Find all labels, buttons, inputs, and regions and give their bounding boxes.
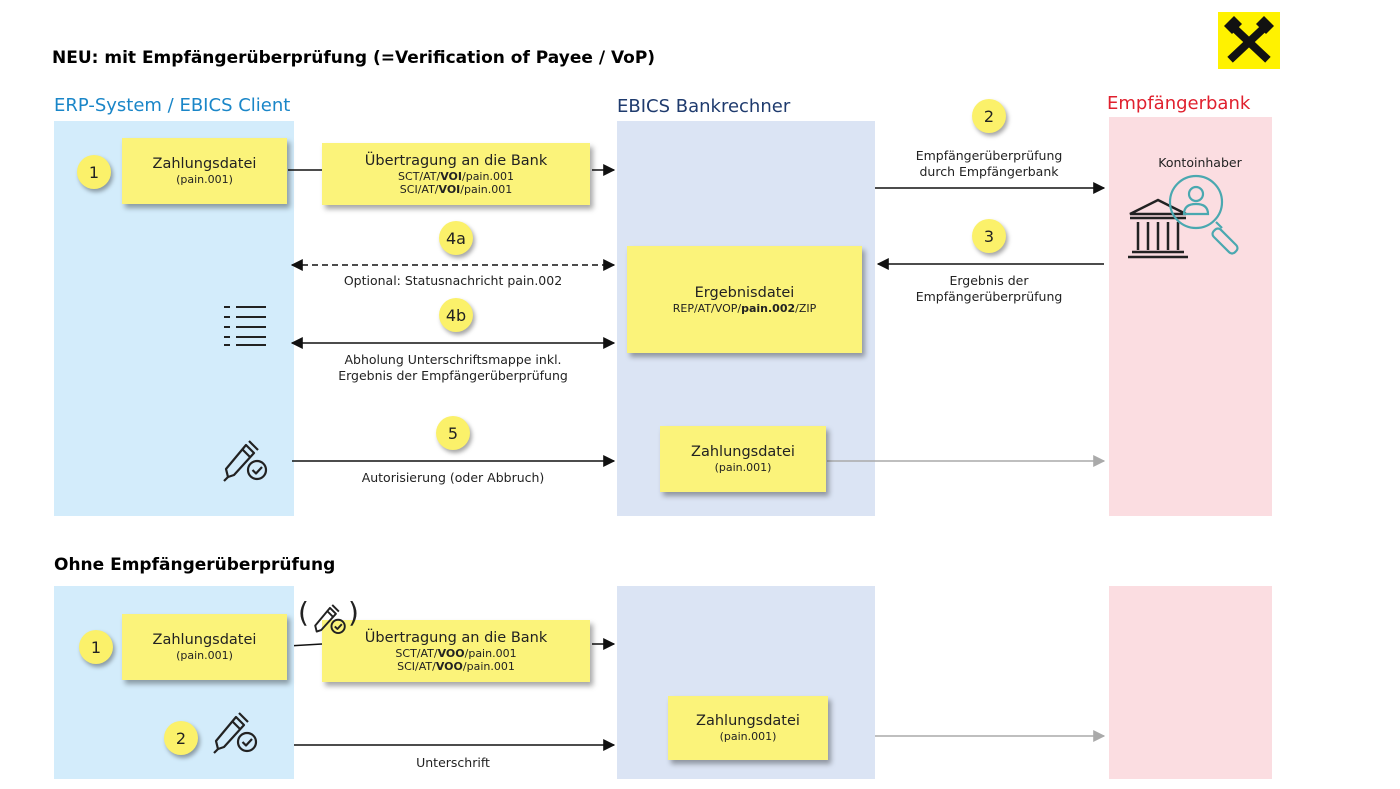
transfer-line-1-2: SCT/AT/VOO/pain.001	[395, 646, 517, 660]
step-badge-3: 3	[972, 219, 1006, 253]
section-title-without-vop: Ohne Empfängerüberprüfung	[54, 555, 336, 575]
receiver-lane-title: Empfängerbank	[1107, 93, 1251, 114]
transfer-line-1: SCT/AT/VOI/pain.001	[398, 169, 514, 183]
transfer-title: Übertragung an die Bank	[364, 152, 548, 169]
payment-file-sub-2: (pain.001)	[176, 649, 233, 662]
signature-pen-icon	[222, 437, 270, 483]
result-label: Ergebnis der Empfängerüberprüfung	[915, 273, 1063, 304]
payment-file-note-2: Zahlungsdatei (pain.001)	[122, 614, 287, 680]
status-label: Optional: Statusnachricht pain.002	[343, 273, 563, 288]
person-search-icon	[1160, 170, 1252, 256]
account-holder-label: Kontoinhaber	[1158, 155, 1242, 170]
optional-signature-paren-open: (	[298, 596, 309, 629]
step-badge-5: 5	[436, 416, 470, 450]
signature-pen-icon-2	[212, 709, 260, 755]
result-file-note: Ergebnisdatei REP/AT/VOP/pain.002/ZIP	[627, 246, 862, 353]
result-file-title: Ergebnisdatei	[694, 284, 795, 301]
receiver-lane-2	[1109, 586, 1272, 779]
bank-building-icon	[1124, 196, 1192, 260]
section-title-with-vop: NEU: mit Empfängerüberprüfung (=Verifica…	[52, 48, 656, 68]
check-label: Empfängerüberprüfung durch Empfängerbank	[915, 148, 1063, 179]
fetch-label: Abholung Unterschriftsmappe inkl. Ergebn…	[338, 352, 568, 383]
signature-label: Unterschrift	[416, 755, 490, 770]
auth-label: Autorisierung (oder Abbruch)	[361, 470, 545, 485]
step-badge-2: 2	[972, 99, 1006, 133]
bank-payment-file-title-2: Zahlungsdatei	[696, 713, 800, 729]
list-icon	[222, 303, 268, 347]
step-badge-2-b: 2	[164, 721, 198, 755]
optional-signature-paren-close: )	[348, 596, 359, 629]
crossed-hammers-logo	[1218, 12, 1280, 69]
client-lane-title: ERP-System / EBICS Client	[54, 95, 291, 116]
transfer-title-2: Übertragung an die Bank	[364, 629, 548, 646]
transfer-note: Übertragung an die Bank SCT/AT/VOI/pain.…	[322, 143, 590, 205]
result-file-sub: REP/AT/VOP/pain.002/ZIP	[672, 301, 817, 315]
bank-payment-file-note: Zahlungsdatei (pain.001)	[660, 426, 826, 492]
payment-file-title: Zahlungsdatei	[152, 156, 257, 172]
bank-payment-file-sub: (pain.001)	[714, 461, 772, 474]
step-badge-4a: 4a	[439, 221, 473, 255]
optional-signature-icon	[312, 602, 348, 636]
payment-file-sub: (pain.001)	[176, 173, 233, 186]
receiver-lane	[1109, 117, 1272, 516]
transfer-line-2-2: SCI/AT/VOO/pain.001	[397, 659, 515, 673]
bank-payment-file-sub-2: (pain.001)	[719, 730, 777, 743]
step-badge-4b: 4b	[439, 298, 473, 332]
payment-file-note: Zahlungsdatei (pain.001)	[122, 138, 287, 204]
step-badge-1: 1	[77, 155, 111, 189]
step-badge-1-b: 1	[79, 630, 113, 664]
payment-file-title-2: Zahlungsdatei	[152, 632, 257, 648]
transfer-note-2: Übertragung an die Bank SCT/AT/VOO/pain.…	[322, 620, 590, 682]
bank-lane-title: EBICS Bankrechner	[617, 96, 791, 117]
bank-payment-file-note-2: Zahlungsdatei (pain.001)	[668, 696, 828, 760]
transfer-line-2: SCI/AT/VOI/pain.001	[399, 182, 513, 196]
bank-payment-file-title: Zahlungsdatei	[691, 444, 795, 460]
